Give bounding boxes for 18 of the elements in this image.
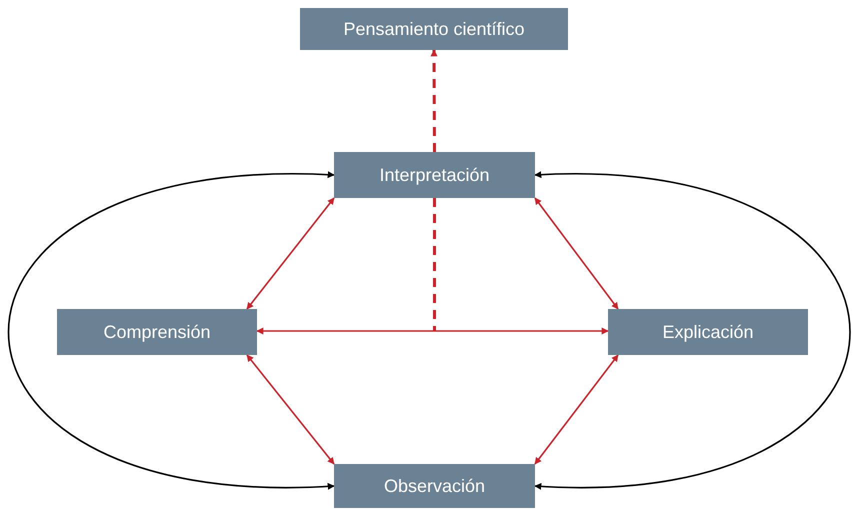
arrow (534, 197, 619, 310)
arrow (534, 172, 850, 490)
process-box (608, 309, 808, 355)
process-box (300, 8, 568, 50)
arrow (246, 197, 335, 310)
process-box (334, 464, 535, 508)
box-label: Pensamiento científico (343, 18, 525, 40)
arrow (246, 354, 335, 465)
dashed-arrow (430, 49, 438, 152)
arrow (8, 172, 335, 490)
process-box (334, 152, 535, 198)
arrow (534, 354, 619, 465)
box-label: Comprensión (103, 322, 211, 342)
box-label: Interpretación (379, 164, 490, 186)
box-label: Explicación (662, 322, 754, 342)
arrow (256, 328, 609, 334)
process-box (57, 309, 257, 355)
box-label: Observación (384, 476, 486, 496)
